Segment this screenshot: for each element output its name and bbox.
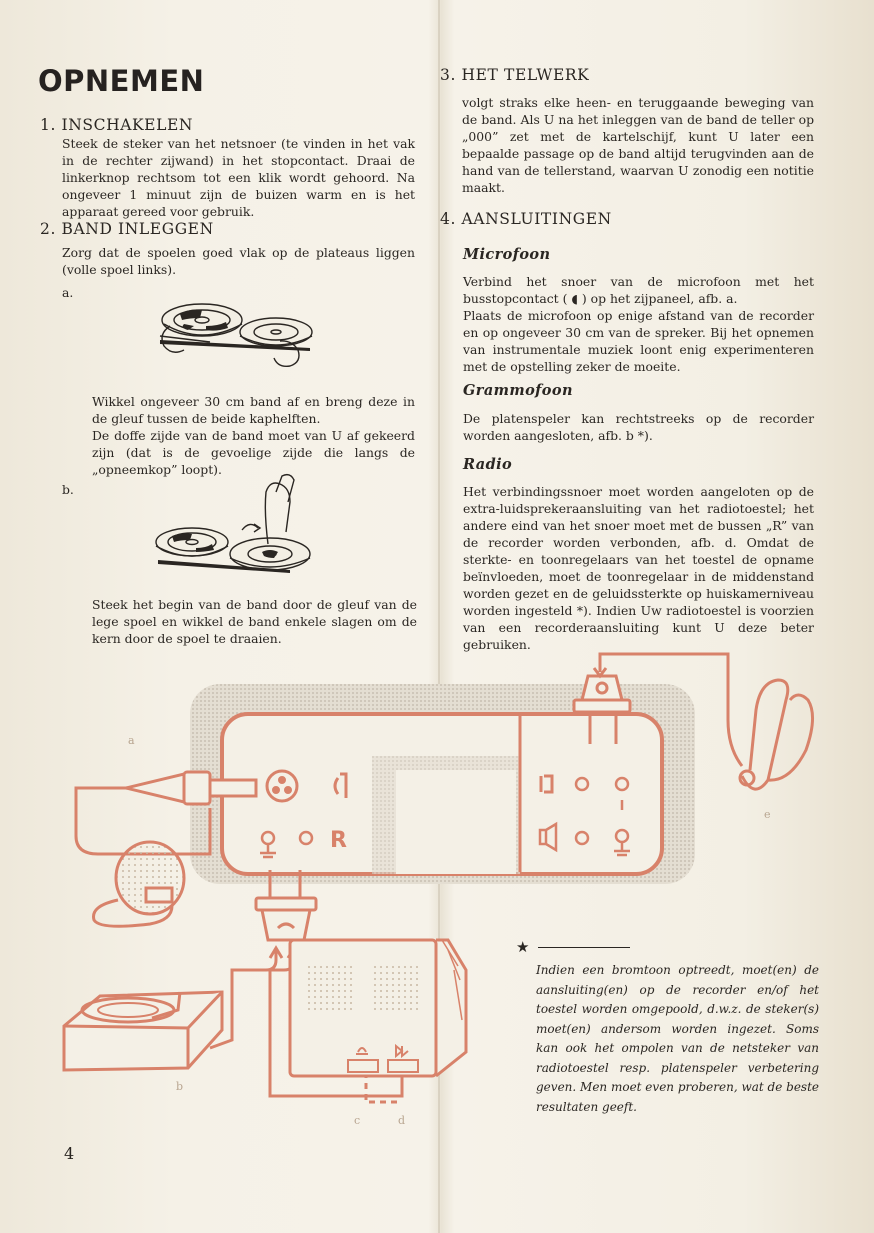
- section-2-heading: 2. BAND INLEGGEN: [40, 220, 214, 238]
- section-3-heading: 3. HET TELWERK: [440, 66, 590, 84]
- grammofoon-heading: Grammofoon: [463, 382, 573, 399]
- label-a: a: [128, 734, 135, 747]
- loudspeaker-icon: [538, 821, 558, 853]
- step-a-text-1: Wikkel ongeveer 30 cm band af en breng d…: [92, 394, 415, 426]
- microphone-socket: [265, 769, 299, 803]
- grammofoon-text: De platenspeler kan rechtstreeks op de r…: [463, 411, 814, 443]
- headphone-plug: [572, 674, 632, 744]
- stethoscope-headphones: [738, 678, 814, 791]
- label-e: e: [764, 808, 771, 821]
- microfoon-text-1: Verbind het snoer van de microfoon met h…: [463, 274, 814, 306]
- right-socket-2: [614, 776, 630, 792]
- right-socket-1: [574, 776, 590, 792]
- ground-socket-icon: [260, 830, 276, 859]
- section-2-intro: Zorg dat de spoelen goed vlak op de plat…: [62, 245, 415, 277]
- label-c: c: [354, 1114, 360, 1127]
- radio-set: [288, 938, 468, 1078]
- microfoon-heading: Microfoon: [463, 246, 551, 263]
- radio-text: Het verbindingssnoer moet worden aangelo…: [463, 484, 814, 652]
- right-ground-icon: [614, 828, 630, 857]
- radio-heading: Radio: [463, 456, 513, 473]
- page-title: OPNEMEN: [38, 64, 205, 98]
- label-d: d: [398, 1114, 405, 1127]
- footnote-star: ★: [516, 938, 530, 956]
- page-fold: [438, 0, 440, 1233]
- connection-diagram: R e a: [62, 652, 814, 1127]
- section-1-heading: 1. INSCHAKELEN: [40, 116, 194, 134]
- record-player: [62, 990, 224, 1072]
- step-b-text: Steek het begin van de band door de gleu…: [92, 597, 417, 646]
- tape-threading-illustration-a: [159, 303, 313, 368]
- step-a-text-2: De doffe zijde van de band moet van U af…: [92, 428, 415, 477]
- footnote-rule: [538, 947, 630, 948]
- right-socket-3: [574, 830, 590, 846]
- label-b: b: [176, 1080, 183, 1093]
- section-1-text: Steek de steker van het netsnoer (te vin…: [62, 136, 415, 219]
- page-number: 4: [64, 1144, 75, 1163]
- microfoon-text-2: Plaats de microfoon op enige afstand van…: [463, 308, 814, 374]
- microphone-symbol-icon: [333, 772, 348, 798]
- step-b-label: b.: [62, 482, 74, 497]
- section-4-heading: 4. AANSLUITINGEN: [440, 210, 612, 228]
- microphone: [92, 840, 186, 928]
- radio-socket: [298, 830, 314, 846]
- section-3-text: volgt straks elke heen- en teruggaande b…: [462, 95, 814, 195]
- footnote-text: Indien een bromtoon optreedt, moet(en) d…: [536, 963, 819, 1114]
- radio-socket-symbols-icon: [356, 1043, 409, 1059]
- tape-threading-illustration-b: [155, 473, 311, 573]
- speaker-out-icon: [539, 774, 554, 794]
- step-a-label: a.: [62, 285, 74, 300]
- microphone-plug: [125, 770, 258, 806]
- radio-socket-label: R: [330, 828, 347, 853]
- recorder-center-window: [396, 770, 516, 874]
